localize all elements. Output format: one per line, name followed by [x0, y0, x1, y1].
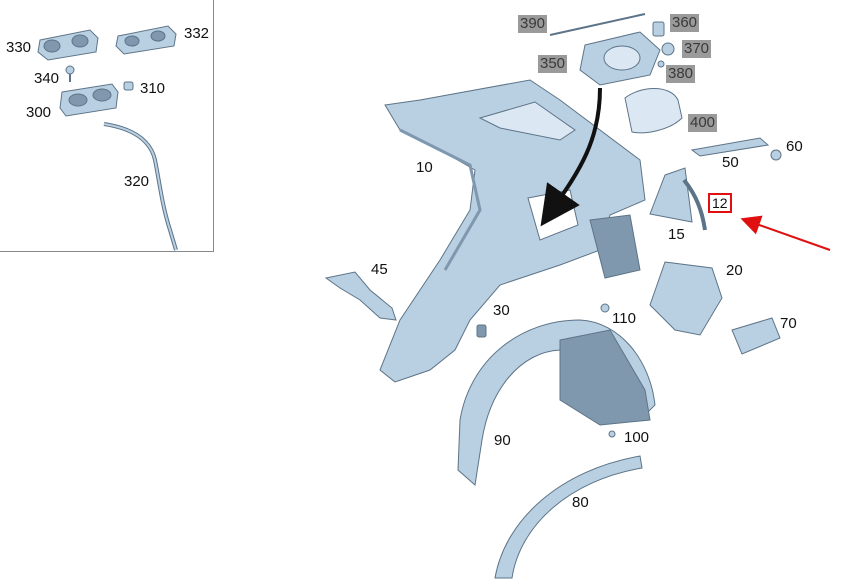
part-110-clip: [600, 303, 610, 313]
callout-12[interactable]: 12: [708, 193, 732, 213]
part-70-cover: [731, 317, 781, 355]
callout-320[interactable]: 320: [124, 173, 150, 190]
callout-60[interactable]: 60: [786, 138, 803, 155]
callout-70[interactable]: 70: [780, 315, 797, 332]
callout-300[interactable]: 300: [26, 104, 52, 121]
part-100-screw: [608, 430, 616, 438]
part-90-wheelhouse-liner: [457, 319, 656, 486]
part-50-strip: [690, 137, 770, 157]
part-15-bracket: [649, 167, 693, 223]
callout-330[interactable]: 330: [6, 39, 32, 56]
callout-360[interactable]: 360: [670, 14, 700, 32]
assembly-arrow: [540, 87, 602, 227]
part-300-bracket: [59, 83, 119, 117]
callout-380[interactable]: 380: [666, 65, 696, 83]
part-400-flap: [624, 88, 683, 134]
inset-frame: [0, 0, 214, 252]
part-310-clip: [123, 81, 134, 91]
part-390-rod: [549, 13, 646, 36]
callout-350[interactable]: 350: [538, 55, 568, 73]
part-60-clip: [770, 149, 782, 161]
callout-50[interactable]: 50: [722, 154, 739, 171]
callout-10[interactable]: 10: [416, 159, 433, 176]
part-332-bracket: [115, 25, 177, 55]
part-330-bracket: [37, 29, 99, 61]
callout-390[interactable]: 390: [518, 15, 548, 33]
part-380-screw: [657, 60, 665, 68]
part-30-clip: [476, 324, 487, 338]
callout-45[interactable]: 45: [371, 261, 388, 278]
callout-30[interactable]: 30: [493, 302, 510, 319]
callout-370[interactable]: 370: [682, 40, 712, 58]
part-340-screw: [65, 65, 75, 82]
part-12-trim: [682, 178, 707, 231]
part-45-bracket: [324, 271, 397, 321]
part-10-side-panel: [379, 79, 646, 383]
callout-15[interactable]: 15: [668, 226, 685, 243]
callout-90[interactable]: 90: [494, 432, 511, 449]
callout-400[interactable]: 400: [688, 114, 718, 132]
callout-110[interactable]: 110: [612, 310, 636, 327]
callout-310[interactable]: 310: [140, 80, 166, 97]
callout-20[interactable]: 20: [726, 262, 743, 279]
part-20-wheelhouse-panel: [649, 261, 723, 336]
highlight-pointer-arrow: [740, 215, 831, 251]
part-350-filler-housing: [579, 31, 661, 86]
part-360-clip: [652, 21, 665, 37]
callout-100[interactable]: 100: [624, 429, 650, 446]
callout-332[interactable]: 332: [184, 25, 210, 42]
callout-80[interactable]: 80: [572, 494, 589, 511]
callout-340[interactable]: 340: [34, 70, 60, 87]
part-80-wheel-arch-trim: [494, 455, 643, 579]
part-370-cap: [661, 42, 675, 56]
